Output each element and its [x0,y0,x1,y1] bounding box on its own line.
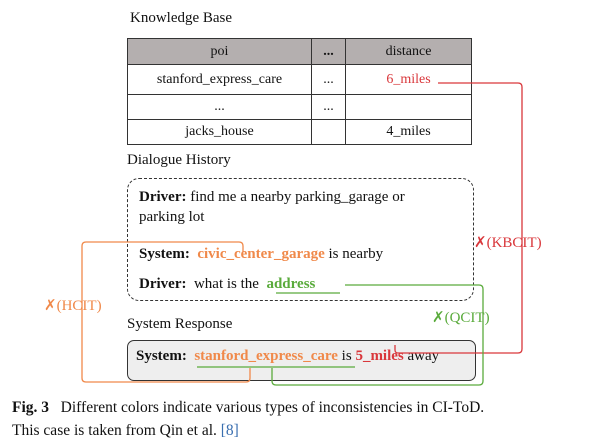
citation-link[interactable]: [8] [220,422,239,439]
kbcit-label: ✗(KBCIT) [474,235,542,251]
cross-icon: ✗ [432,310,445,326]
turn-1-cont: parking lot [139,209,205,225]
response-box [127,340,476,381]
header-ellipsis: ... [311,38,346,65]
dialogue-box [127,178,474,301]
response-title: System Response [127,316,233,332]
response-text: System: stanford_express_care is 5_miles… [136,348,440,364]
cell: 4_miles [345,119,472,145]
kbcit-line [394,82,523,354]
kb-table: poi...distance stanford_express_care...6… [127,38,472,145]
caption-line-1: Fig. 3 Different colors indicate various… [12,399,485,416]
turn-3: Driver: what is the address [139,276,316,292]
qcit-label: ✗(QCIT) [432,310,490,326]
caption-line-2: This case is taken from Qin et al. [8] [12,422,239,439]
cross-icon: ✗ [474,235,487,251]
turn-1: Driver: find me a nearby parking_garage … [139,189,405,205]
header-distance: distance [345,38,472,65]
hcit-label: ✗(HCIT) [44,298,102,314]
dialogue-title: Dialogue History [127,152,231,168]
turn-2: System: civic_center_garage is nearby [139,246,384,262]
hcit-line [81,241,251,383]
kb-title: Knowledge Base [130,10,233,26]
cell: ... [311,64,346,95]
cell: jacks_house [127,119,312,145]
cross-icon: ✗ [44,298,57,314]
qcit-line [271,284,484,386]
underlines [197,292,355,368]
cell: stanford_express_care [127,64,312,95]
